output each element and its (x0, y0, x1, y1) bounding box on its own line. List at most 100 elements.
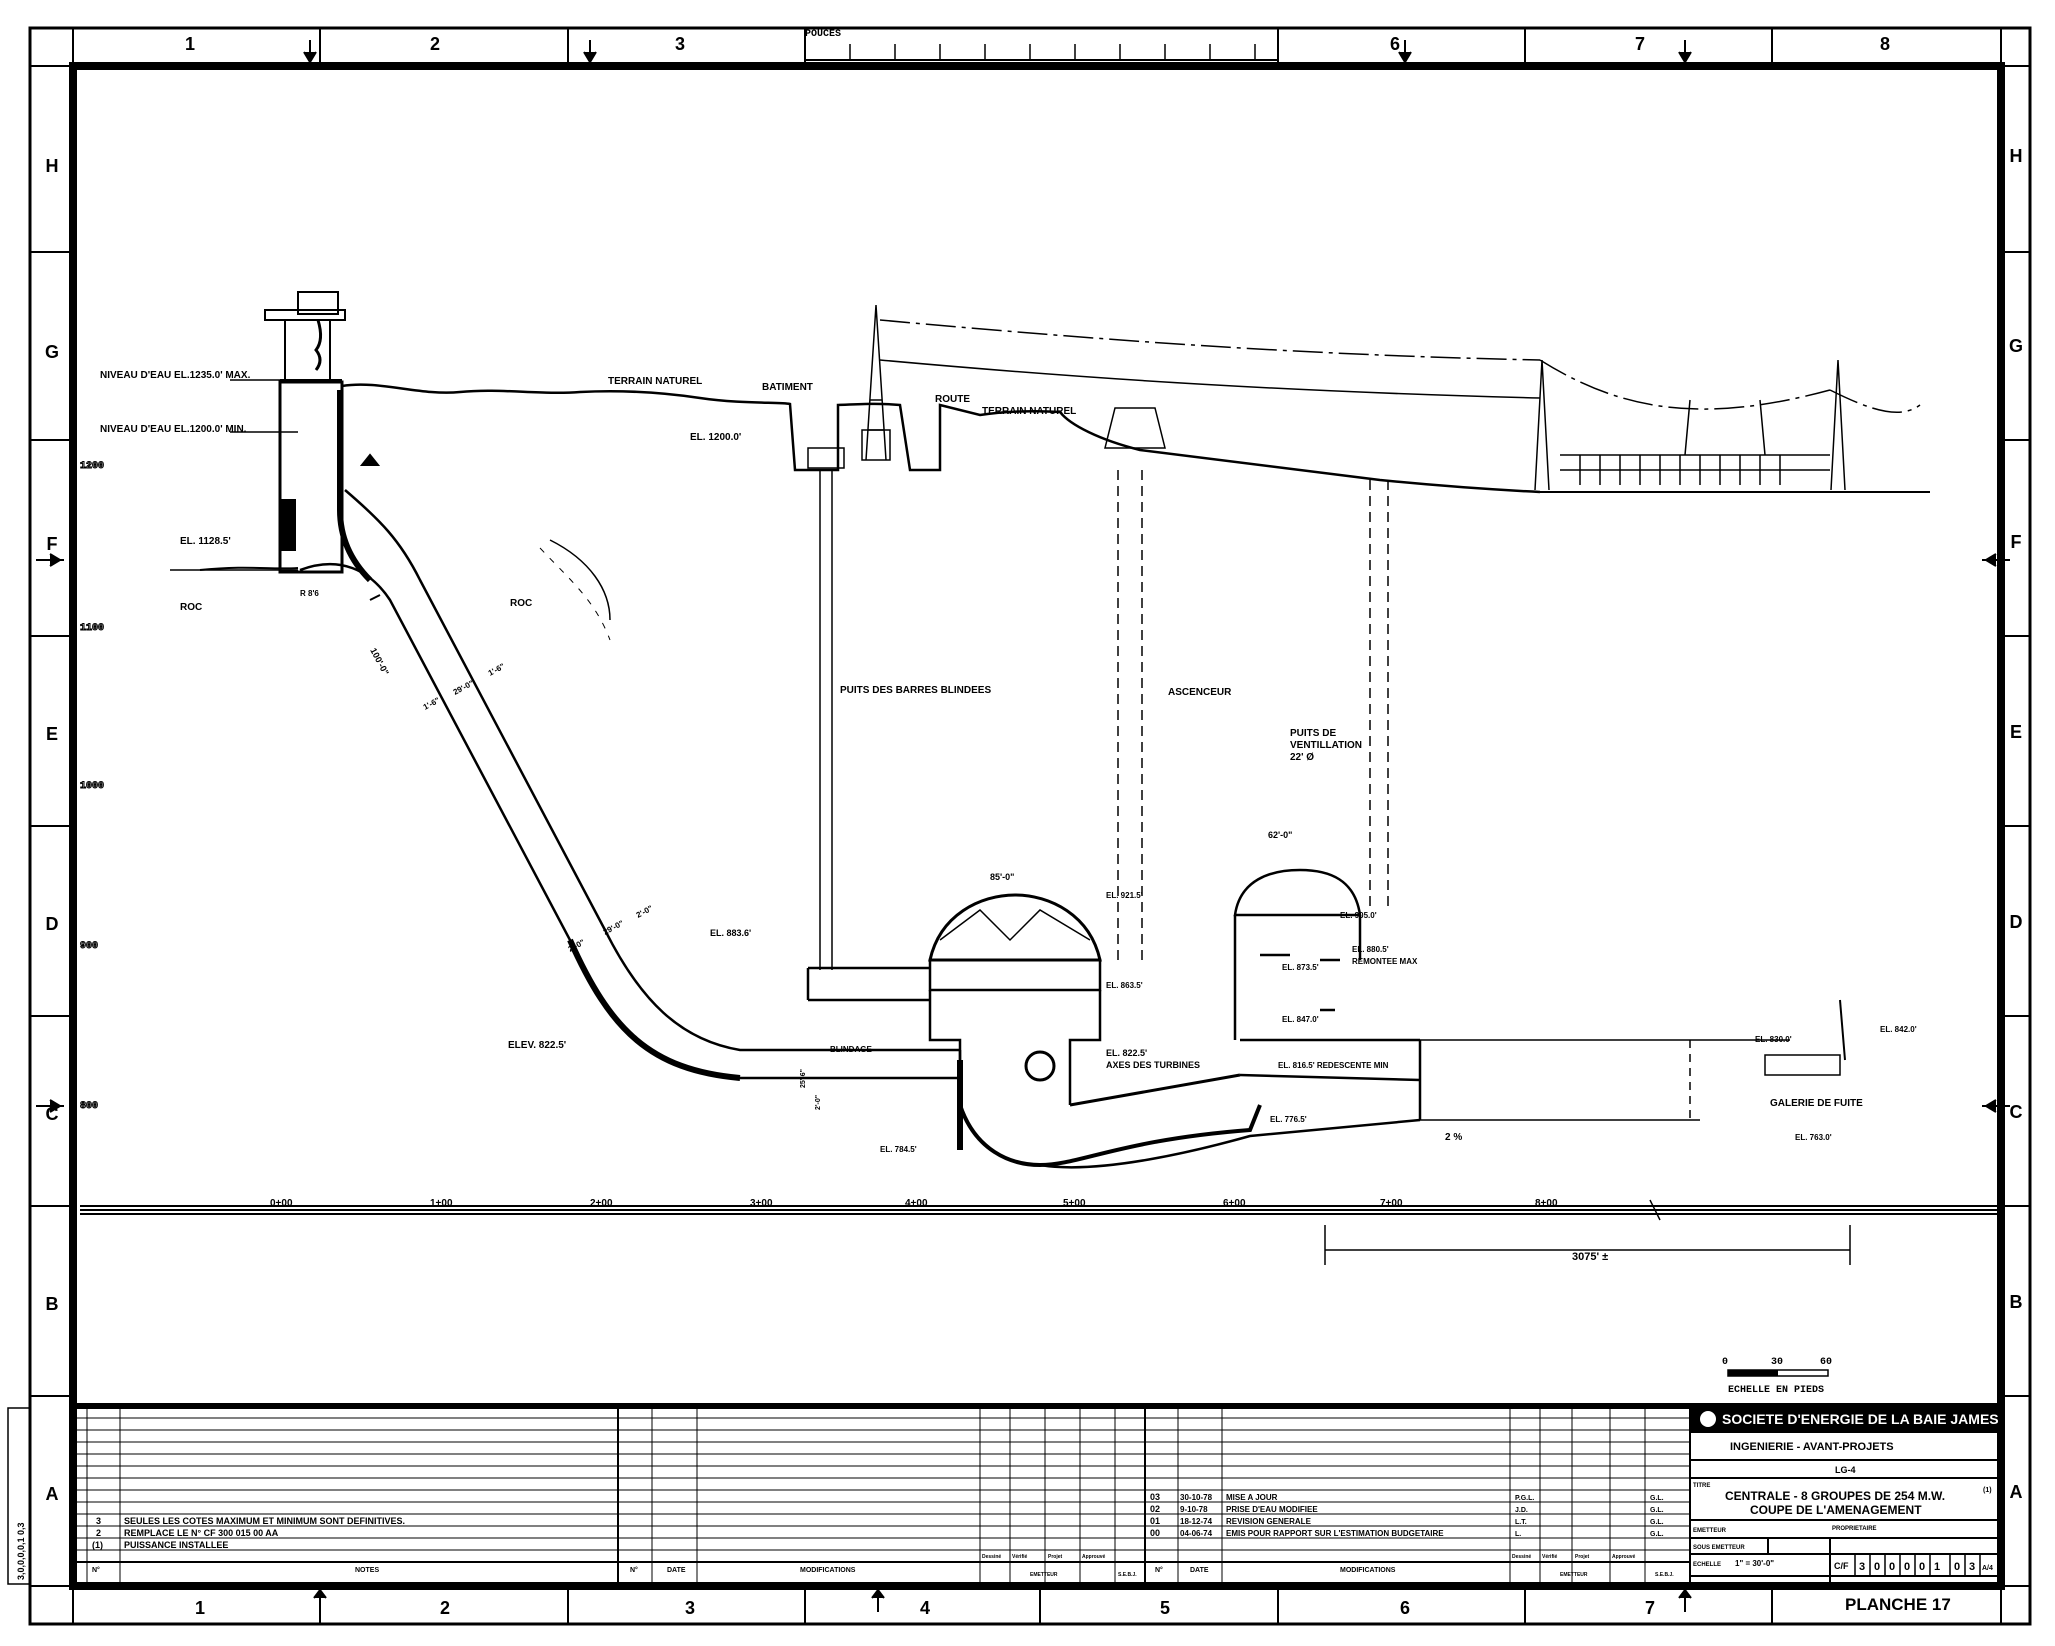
scale-bar: 0 30 60 ECHELLE EN PIEDS (1722, 1357, 1832, 1396)
label-roc-1: ROC (180, 602, 202, 613)
side-drawing-number: 3,0,0,0,0,1 0,3 (7, 1407, 31, 1585)
station-label: 8+00 (1535, 1198, 1558, 1209)
label-remontee: REMONTEE MAX (1352, 957, 1418, 966)
elevation-tick: 800 (80, 1101, 98, 1112)
mods-header-mods: MODIFICATIONS (800, 1567, 856, 1574)
rev-text: EMIS POUR RAPPORT SUR L'ESTIMATION BUDGE… (1226, 1529, 1444, 1538)
rev-header-dessine: Dessiné (982, 1554, 1001, 1560)
col-label: 2 (440, 1598, 450, 1618)
col-label: 2 (430, 34, 440, 54)
label-el-905: EL. 905.0' (1340, 911, 1377, 920)
drawing-labels: NIVEAU D'EAU EL.1235.0' MAX. NIVEAU D'EA… (100, 370, 1917, 1263)
label-el-784: EL. 784.5' (880, 1145, 917, 1154)
label-diam: 2'-0" (635, 904, 655, 920)
scale-tick: 0 (1722, 1357, 1728, 1368)
label-el-763: EL. 763.0' (1795, 1133, 1832, 1142)
station-label: 3+00 (750, 1198, 773, 1209)
drawing-number-digit: 0 (1919, 1561, 1925, 1573)
drawing-number-digit: 3 (1969, 1561, 1975, 1573)
label-tunnel-length: 100'-0" (368, 646, 391, 677)
label-el-842: EL. 842.0' (1880, 1025, 1917, 1034)
row-label: F (47, 534, 58, 554)
row-label: E (46, 724, 58, 744)
note-no: (1) (92, 1540, 103, 1550)
vent-shaft (1369, 480, 1389, 912)
col-label: 3 (685, 1598, 695, 1618)
station-label: 4+00 (905, 1198, 928, 1209)
label-ascenceur: ASCENCEUR (1168, 687, 1232, 698)
station-label: 0+00 (270, 1198, 293, 1209)
cf-label: C/F (1834, 1561, 1849, 1571)
ground-surface (341, 383, 1541, 494)
row-label: B (2010, 1292, 2023, 1312)
rev-date: 9-10-78 (1180, 1505, 1208, 1514)
scale-tick: 60 (1820, 1357, 1832, 1368)
title-superscript: (1) (1983, 1487, 1992, 1494)
row-label: H (2010, 146, 2023, 166)
rev-appr: G.L. (1650, 1507, 1664, 1514)
label-terrain-1: TERRAIN NATUREL (608, 376, 702, 387)
profile-axis (80, 1205, 2000, 1215)
col-label: 6 (1400, 1598, 1410, 1618)
elevation-tick: 1100 (80, 623, 104, 634)
rev-appr: G.L. (1650, 1495, 1664, 1502)
col-label: 1 (195, 1598, 205, 1618)
station-label: 7+00 (1380, 1198, 1403, 1209)
cable-shaft (807, 447, 845, 970)
elevation-scale: 1200 1100 1000 900 800 (80, 461, 105, 1113)
mods-header-date: DATE (667, 1567, 686, 1574)
label-puits-vent: VENTILLATION (1290, 740, 1362, 751)
label-diam: 1'-6" (487, 662, 507, 678)
rev-by: L.T. (1515, 1519, 1527, 1526)
label-roc-2: ROC (510, 598, 532, 609)
label-radius: R 8'6 (300, 589, 319, 598)
col-label: 8 (1880, 34, 1890, 54)
notes-header-no: N° (92, 1566, 100, 1574)
row-label: B (46, 1294, 59, 1314)
row-label: A (46, 1484, 59, 1504)
rev-header-emetteur: EMETTEUR (1030, 1572, 1058, 1578)
rev-text: PRISE D'EAU MODIFIEE (1226, 1505, 1318, 1514)
label-water-min: NIVEAU D'EAU EL.1200.0' MIN. (100, 424, 247, 435)
rev-header-emetteur: EMETTEUR (1560, 1572, 1588, 1578)
rev-date: 04-06-74 (1180, 1529, 1213, 1538)
label-puits-vent: 22' Ø (1290, 752, 1314, 763)
label-el-873: EL. 873.5' (1282, 963, 1319, 972)
drawing-number-digit: 0 (1904, 1561, 1910, 1573)
row-label: G (45, 342, 59, 362)
centering-arrows (36, 40, 2010, 1612)
column-labels: 1 2 3 6 7 8 1 2 3 4 5 6 7 (185, 34, 1890, 1618)
scale-tick: 30 (1771, 1357, 1783, 1368)
label-diam: 29'-0" (602, 919, 626, 937)
rev-no: 02 (1150, 1504, 1160, 1514)
label-el-847: EL. 847.0' (1282, 1015, 1319, 1024)
revisions: 03 30-10-78 MISE A JOUR P.G.L. G.L. 02 9… (982, 1492, 1674, 1578)
drawing-number-digit: 0 (1889, 1561, 1895, 1573)
section-drawing: 1200 1100 1000 900 800 (80, 291, 2000, 1265)
title-block-text: SOCIETE D'ENERGIE DE LA BAIE JAMES INGEN… (1693, 1411, 1999, 1614)
drawing-number-digit: 3 (1859, 1561, 1865, 1573)
row-label: H (46, 156, 59, 176)
rev-by: J.D. (1515, 1507, 1528, 1514)
label-el-776: EL. 776.5' (1270, 1115, 1307, 1124)
company-name: SOCIETE D'ENERGIE DE LA BAIE JAMES (1722, 1411, 1999, 1427)
label-dim: 25'-6" (800, 1069, 807, 1088)
transformer-gallery (1233, 868, 1362, 1040)
rev-no: 03 (1150, 1492, 1160, 1502)
rev-by: L. (1515, 1531, 1521, 1538)
powerhouse (806, 893, 1262, 1168)
rev-text: REVISION GENERALE (1226, 1517, 1312, 1526)
row-label: D (2010, 912, 2023, 932)
planche-number: PLANCHE 17 (1845, 1595, 1951, 1614)
rev-header-verifie: Vérifié (1542, 1554, 1558, 1560)
label-blindage: BLINDAGE (830, 1045, 872, 1054)
station-label: 5+00 (1063, 1198, 1086, 1209)
mods-header-no: N° (630, 1566, 638, 1574)
label-el-822: EL. 822.5' (1106, 1048, 1147, 1058)
station-label: 2+00 (590, 1198, 613, 1209)
intake-structure (170, 291, 381, 601)
rev-no: 01 (1150, 1516, 1160, 1526)
rev-header-verifie: Vérifié (1012, 1554, 1028, 1560)
label-total-length: 3075' ± (1572, 1251, 1608, 1263)
